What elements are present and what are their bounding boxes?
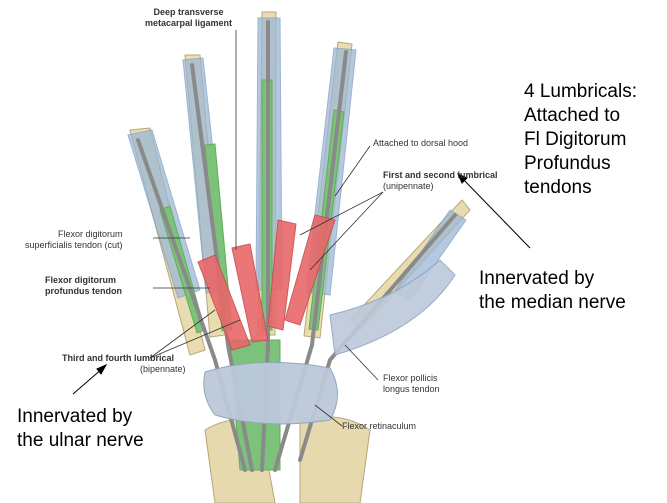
fdp-tendons bbox=[136, 20, 457, 472]
note-median-nerve-line1: Innervated by bbox=[479, 268, 595, 289]
note-median-nerve-line2: the median nerve bbox=[479, 292, 626, 313]
label-first-second-lumbrical-line2: (unipennate) bbox=[383, 181, 434, 191]
label-fpl-tendon: Flexor pollicis longus tendon bbox=[383, 373, 440, 395]
note-lumbricals-line3: Fl Digitorum bbox=[524, 129, 627, 150]
note-lumbricals: 4 Lumbricals: Attached to Fl Digitorum P… bbox=[524, 80, 637, 200]
label-attached-dorsal-hood: Attached to dorsal hood bbox=[373, 138, 469, 148]
label-fdp-tendon-line1: Flexor digitorum bbox=[45, 275, 117, 285]
label-third-fourth-lumbrical: Third and fourth lumbrical (bipennate) bbox=[62, 353, 186, 375]
label-fdp-tendon-line2: profundus tendon bbox=[45, 286, 122, 296]
annotation-arrows bbox=[72, 173, 531, 395]
note-lumbricals-line2: Attached to bbox=[524, 105, 621, 126]
note-ulnar-nerve-line1: Innervated by bbox=[17, 406, 133, 427]
flexor-retinaculum bbox=[203, 361, 338, 425]
note-lumbricals-line1: 4 Lumbricals: bbox=[524, 81, 637, 102]
label-flexor-retinaculum: Flexor retinaculum bbox=[342, 421, 417, 431]
label-third-fourth-lumbrical-line1: Third and fourth lumbrical bbox=[62, 353, 174, 363]
label-fds-tendon-line2: superficialis tendon (cut) bbox=[25, 240, 123, 250]
note-lumbricals-line4: Profundus bbox=[524, 153, 611, 174]
note-ulnar-nerve-line2: the ulnar nerve bbox=[17, 430, 144, 451]
label-fpl-tendon-line1: Flexor pollicis bbox=[383, 373, 438, 383]
label-deep-transverse-line1: Deep transverse bbox=[153, 7, 224, 17]
label-fdp-tendon: Flexor digitorum profundus tendon bbox=[45, 275, 122, 297]
label-third-fourth-lumbrical-line2: (bipennate) bbox=[140, 364, 186, 374]
label-first-second-lumbrical: First and second lumbrical (unipennate) bbox=[383, 170, 498, 192]
thenar-area bbox=[329, 259, 456, 356]
note-median-nerve: Innervated by the median nerve bbox=[479, 267, 626, 315]
note-ulnar-nerve: Innervated by the ulnar nerve bbox=[17, 405, 144, 453]
label-first-second-lumbrical-line1: First and second lumbrical bbox=[383, 170, 498, 180]
label-fds-tendon: Flexor digitorum superficialis tendon (c… bbox=[25, 229, 123, 251]
label-deep-transverse: Deep transverse metacarpal ligament bbox=[145, 7, 232, 29]
label-fpl-tendon-line2: longus tendon bbox=[383, 384, 440, 394]
label-deep-transverse-line2: metacarpal ligament bbox=[145, 18, 233, 28]
note-lumbricals-line5: tendons bbox=[524, 177, 592, 198]
leader-lines bbox=[149, 30, 384, 427]
label-fds-tendon-line1: Flexor digitorum bbox=[58, 229, 123, 239]
